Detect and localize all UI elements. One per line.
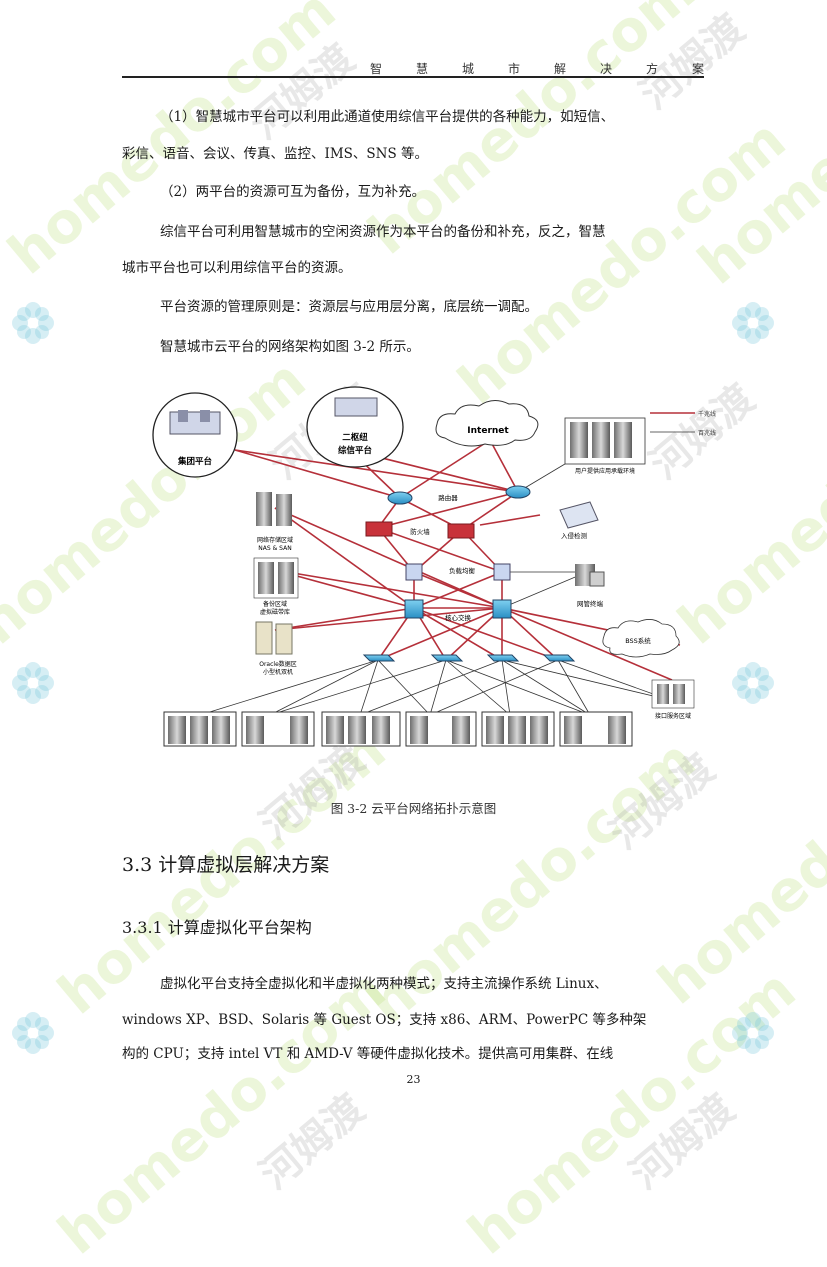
- fast-ethernet-links: [199, 454, 671, 716]
- intrusion-label: 入侵检测: [561, 531, 588, 540]
- router-label: 路由器: [438, 493, 458, 502]
- oracle-label-line-2: 小型机双机: [263, 668, 293, 676]
- watermark-flower-icon: [12, 662, 54, 704]
- load-balance-label: 负载均衡: [449, 566, 476, 575]
- network-mgmt-terminal: 网管终端: [575, 564, 605, 608]
- group-platform-node: 集团平台: [152, 392, 238, 478]
- hub-label-line-1: 二枢纽: [342, 432, 368, 443]
- bss-cloud-icon: BSS系统: [602, 619, 680, 658]
- core-switch-icon: 核心交换: [404, 599, 512, 622]
- watermark-cn-text: 河姆渡: [241, 35, 364, 149]
- page-number: 23: [406, 1073, 421, 1086]
- paragraph-3-line-2: 城市平台也可以利用综信平台的资源。: [122, 260, 352, 276]
- paragraph-5: 智慧城市云平台的网络架构如图 3-2 所示。: [160, 339, 420, 355]
- storage-area-servers: 网络存储区域 NAS & SAN: [256, 492, 293, 552]
- firewall-label: 防火墙: [410, 527, 430, 536]
- body-paragraph-line-2: windows XP、BSD、Solaris 等 Guest OS；支持 x86…: [122, 1012, 647, 1028]
- legend-gigabit-label: 千兆线: [698, 410, 716, 418]
- watermark-flower-icon: [732, 302, 774, 344]
- backup-area-servers: 备份区域 虚拟磁带库: [253, 557, 299, 616]
- page-header: 智慧城市解决方案: [122, 60, 704, 78]
- watermark-cn-text: 河姆渡: [251, 1085, 374, 1199]
- watermark-flower-icon: [12, 1012, 54, 1054]
- interface-zone-label: 接口服务区域: [655, 712, 691, 720]
- router-icon: 路由器: [387, 485, 531, 505]
- internet-label: Internet: [467, 426, 509, 436]
- bss-label: BSS系统: [625, 636, 651, 645]
- paragraph-3-line-1: 综信平台可利用智慧城市的空闲资源作为本平台的备份和补充，反之，智慧: [160, 224, 606, 240]
- network-topology-diagram: 千兆线 百兆线 集团平台 二枢纽 综信平台 Internet 用户提供应用承载环…: [152, 386, 716, 747]
- body-paragraph-line-3: 构的 CPU；支持 intel VT 和 AMD-V 等硬件虚拟化技术。提供高可…: [122, 1046, 614, 1062]
- paragraph-2: （2）两平台的资源可互为备份，互为补充。: [160, 184, 426, 200]
- backup-label-line-1: 备份区域: [263, 600, 287, 608]
- legend: 千兆线 百兆线: [650, 410, 716, 437]
- firewall-icon: 防火墙: [365, 521, 475, 539]
- section-heading: 3.3 计算虚拟层解决方案: [122, 854, 330, 876]
- watermark-flower-icon: [12, 302, 54, 344]
- access-switch-icon: [362, 654, 576, 662]
- group-platform-label: 集团平台: [177, 456, 213, 467]
- oracle-label-line-1: Oracle数据区: [259, 660, 297, 668]
- user-env-servers: 用户提供应用承载环境: [564, 417, 646, 475]
- user-env-label: 用户提供应用承载环境: [575, 467, 635, 475]
- core-switch-label: 核心交换: [445, 613, 472, 622]
- header-title: 智慧城市解决方案: [369, 62, 738, 76]
- network-mgmt-label: 网管终端: [577, 599, 604, 608]
- paragraph-1-line-2: 彩信、语音、会议、传真、监控、IMS、SNS 等。: [122, 146, 429, 162]
- hub-platform-node: 二枢纽 综信平台: [306, 386, 404, 468]
- figure-caption: 图 3-2 云平台网络拓扑示意图: [330, 801, 497, 816]
- watermark-text: homedo.com: [686, 0, 827, 298]
- watermark-text: homedo.com: [46, 957, 399, 1267]
- paragraph-4: 平台资源的管理原则是：资源层与应用层分离，底层统一调配。: [160, 299, 538, 315]
- server-rack-row: [163, 711, 633, 747]
- oracle-area-servers: Oracle数据区 小型机双机: [255, 621, 297, 676]
- legend-100m-label: 百兆线: [698, 429, 716, 437]
- storage-label-line-1: 网络存储区域: [257, 536, 293, 544]
- backup-label-line-2: 虚拟磁带库: [260, 608, 290, 616]
- paragraph-1-line-1: （1）智慧城市平台可以利用此通道使用综信平台提供的各种能力，如短信、: [160, 109, 615, 125]
- hub-label-line-2: 综信平台: [338, 445, 373, 456]
- subsection-heading: 3.3.1 计算虚拟化平台架构: [122, 918, 312, 937]
- load-balancer-icon: 负载均衡: [405, 563, 511, 581]
- internet-cloud-icon: Internet: [435, 400, 539, 447]
- watermark-flower-icon: [732, 1012, 774, 1054]
- body-paragraph-line-1: 虚拟化平台支持全虚拟化和半虚拟化两种模式；支持主流操作系统 Linux、: [160, 976, 608, 992]
- watermark-cn-text: 河姆渡: [621, 1085, 744, 1199]
- interface-service-servers: 接口服务区域: [651, 679, 695, 720]
- watermark-text: homedo.com: [456, 957, 809, 1267]
- intrusion-detection-icon: 入侵检测: [559, 501, 599, 540]
- storage-label-line-2: NAS & SAN: [258, 545, 291, 552]
